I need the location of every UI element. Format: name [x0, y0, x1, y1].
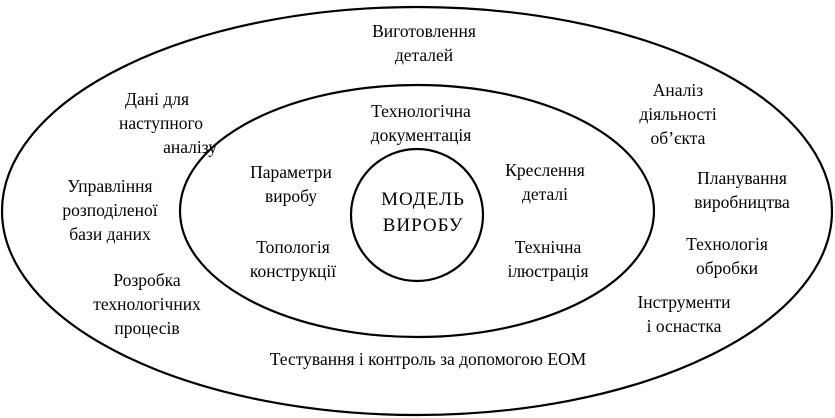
label-line: Управління [67, 176, 153, 196]
label-line: деталі [521, 184, 569, 204]
core-line: МОДЕЛЬ [381, 189, 465, 210]
label-line: Планування [697, 168, 787, 188]
core-line: ВИРОБУ [382, 215, 464, 236]
label-line: Технологічна [371, 101, 471, 121]
label-object-analysis: Аналіз діяльності об’єкта [639, 78, 716, 150]
label-line: Технологія [686, 234, 768, 254]
label-line: Інструменти [637, 292, 731, 312]
outer-ellipse [0, 5, 834, 417]
label-line: Параметри [250, 162, 332, 182]
label-line: виробництва [694, 192, 790, 212]
label-line: конструкції [249, 261, 337, 281]
label-line: наступного [118, 113, 204, 133]
label-line: Креслення [505, 160, 585, 180]
label-production-planning: Планування виробництва [694, 166, 790, 214]
label-parameters: Параметри виробу [250, 160, 332, 208]
label-distributed-db: Управління розподіленої бази даних [62, 174, 157, 246]
label-tools: Інструменти і оснастка [637, 290, 730, 338]
label-testing: Тестування і контроль за допомогою ЕОМ [270, 347, 586, 371]
label-line: Виготовлення [372, 21, 476, 41]
label-next-analysis: Дані для наступного аналізу [119, 87, 217, 159]
label-line: діяльності [639, 104, 717, 124]
label-line: Тестування і контроль за допомогою ЕОМ [269, 349, 587, 369]
label-illustration: Технічна ілюстрація [507, 235, 588, 283]
label-line: бази даних [69, 224, 151, 244]
label-line: розподіленої [62, 200, 158, 220]
label-processing-tech: Технологія обробки [686, 232, 768, 280]
core-label: МОДЕЛЬ ВИРОБУ [381, 187, 465, 239]
label-line: Дані для [125, 89, 190, 109]
middle-ellipse [178, 83, 656, 339]
label-line: виробу [264, 186, 318, 206]
label-line: деталей [394, 45, 454, 65]
label-line: Топологія [256, 237, 330, 257]
label-line: документація [370, 125, 472, 145]
core-circle [349, 147, 485, 283]
label-line: обробки [696, 258, 758, 278]
label-line: Технічна [514, 237, 582, 257]
label-documentation: Технологічна документація [371, 99, 472, 147]
label-line: і оснастка [646, 316, 722, 336]
label-process-development: Розробка технологічних процесів [93, 268, 201, 340]
label-line: аналізу [163, 137, 218, 157]
label-topology: Топологія конструкції [250, 235, 336, 283]
label-line: технологічних [93, 294, 201, 314]
label-manufacturing: Виготовлення деталей [372, 19, 476, 67]
label-drawing: Креслення деталі [505, 158, 585, 206]
label-line: процесів [114, 318, 180, 338]
label-line: Розробка [113, 270, 181, 290]
label-line: Аналіз [652, 80, 704, 100]
label-line: об’єкта [650, 128, 706, 148]
label-line: ілюстрація [507, 261, 589, 281]
